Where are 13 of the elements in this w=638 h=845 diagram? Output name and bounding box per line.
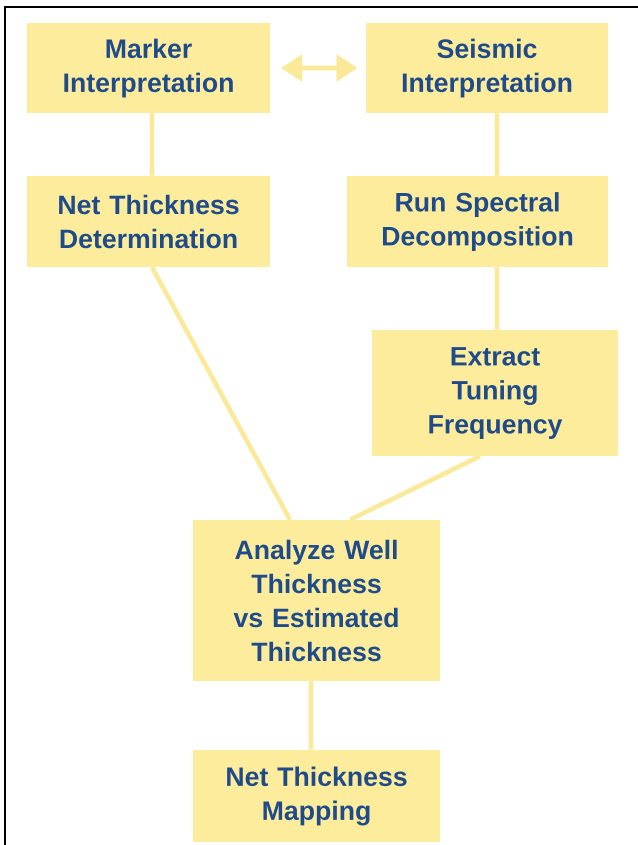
connector-line [348,454,482,522]
connector-line [308,681,314,750]
process-box: Marker Interpretation [27,23,270,113]
connector-line [150,113,154,176]
process-box: Seismic Interpretation [366,23,608,113]
process-box: Extract Tuning Frequency [372,330,618,456]
connector-line [150,266,292,521]
process-box: Net Thickness Mapping [193,750,440,842]
process-box: Net Thickness Determination [27,176,270,267]
connector-line [494,267,500,330]
process-box: Run Spectral Decomposition [347,176,608,267]
process-box: Analyze Well Thickness vs Estimated Thickness [193,520,440,681]
connector-line [494,113,500,176]
